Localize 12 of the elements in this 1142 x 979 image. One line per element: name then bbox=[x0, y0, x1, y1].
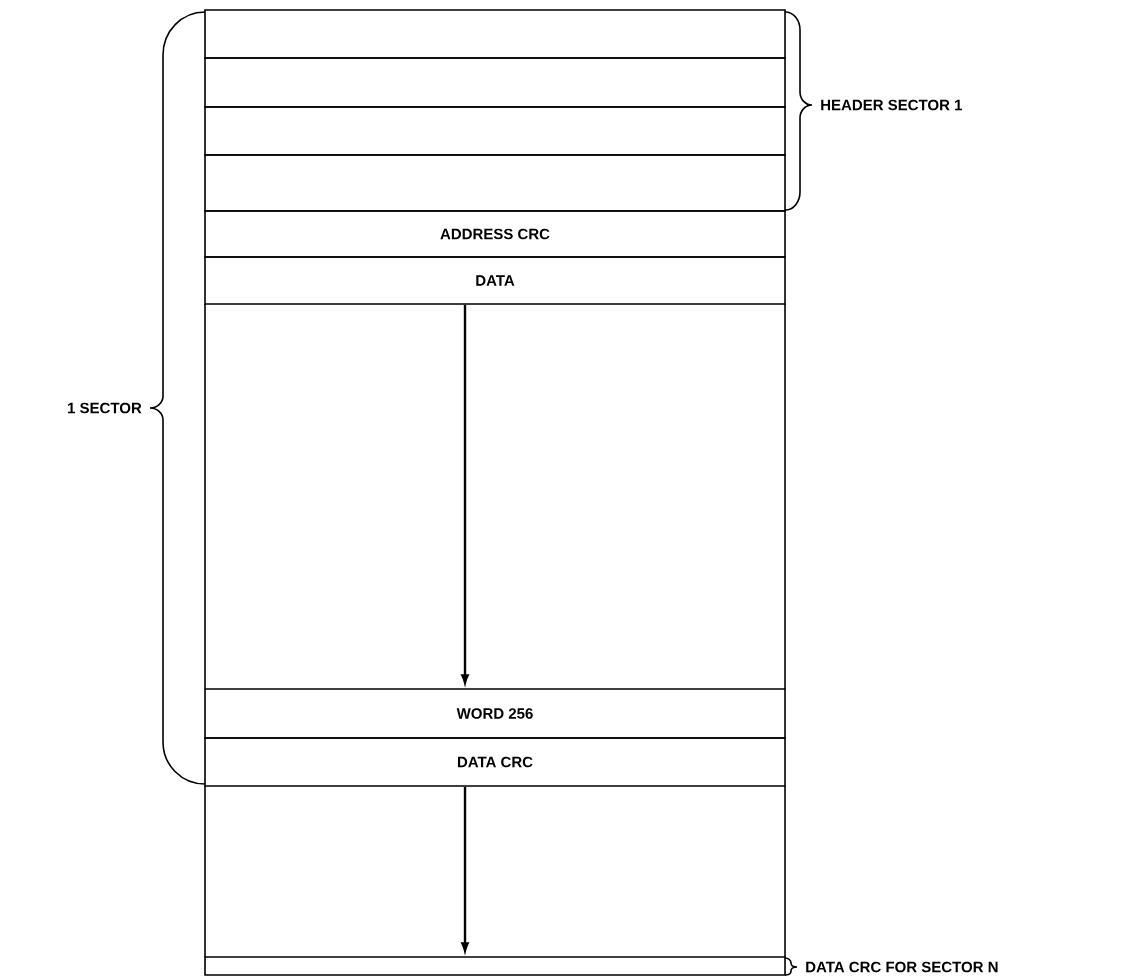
field-row: DATA CRC bbox=[204, 737, 786, 787]
empty-row bbox=[204, 57, 786, 108]
bracket-label: DATA CRC FOR SECTOR N bbox=[806, 961, 998, 973]
empty-row bbox=[204, 956, 786, 976]
bracket-label: HEADER SECTOR 1 bbox=[821, 99, 962, 111]
empty-row bbox=[204, 9, 786, 59]
empty-row bbox=[204, 154, 786, 212]
field-row: ADDRESS CRC bbox=[204, 210, 786, 258]
empty-row bbox=[204, 106, 786, 156]
bracket-label: 1 SECTOR bbox=[68, 402, 142, 414]
field-row: DATA bbox=[204, 256, 786, 305]
field-row: WORD 256 bbox=[204, 688, 786, 739]
